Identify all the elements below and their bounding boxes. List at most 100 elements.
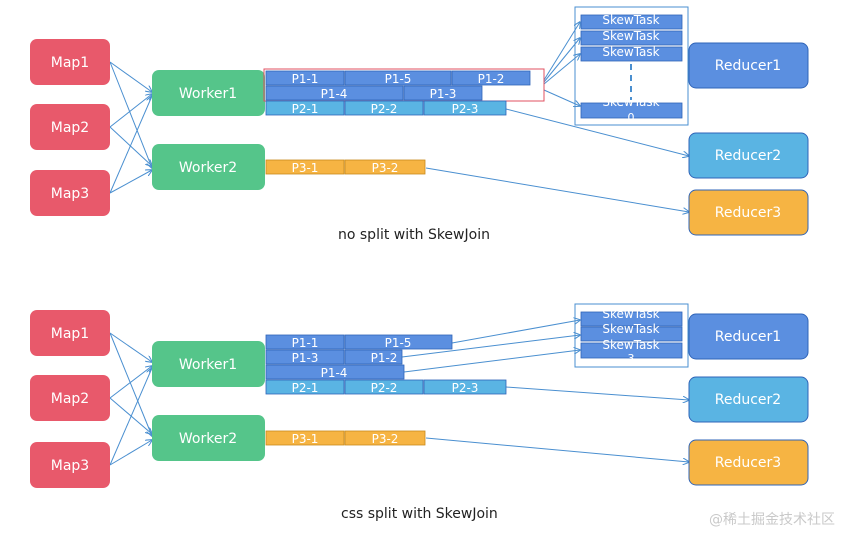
top-skew-task-1: SkewTask: [580, 13, 683, 30]
bottom-partition-p3-2: P3-2: [344, 430, 426, 446]
top-reducer-3: Reducer3: [688, 189, 809, 236]
svg-text:Map2: Map2: [51, 120, 89, 136]
svg-text:Reducer1: Reducer1: [715, 58, 781, 74]
svg-text:P1-4: P1-4: [321, 366, 348, 380]
top-skew-task-3: SkewTask: [580, 45, 683, 62]
top-skew-task-n: SkewTask 0: [580, 95, 683, 124]
svg-text:3: 3: [628, 352, 635, 365]
svg-text:Map3: Map3: [51, 186, 89, 202]
watermark: @稀土掘金技术社区: [709, 512, 835, 528]
top-partition-p1-4: P1-4: [265, 85, 404, 101]
top-worker-1: Worker1: [152, 70, 265, 116]
bottom-reducer-2: Reducer2: [688, 376, 809, 423]
top-map-2: Map2: [30, 104, 110, 150]
bottom-reducer-3: Reducer3: [688, 439, 809, 486]
svg-text:Reducer3: Reducer3: [715, 205, 781, 221]
svg-text:P1-3: P1-3: [292, 351, 319, 365]
top-caption: no split with SkewJoin: [338, 227, 490, 243]
svg-text:Reducer2: Reducer2: [715, 392, 781, 408]
top-reducer-1: Reducer1: [688, 42, 809, 89]
svg-text:Reducer1: Reducer1: [715, 329, 781, 345]
svg-text:Reducer2: Reducer2: [715, 148, 781, 164]
svg-text:P1-1: P1-1: [292, 72, 319, 86]
top-map-1: Map1: [30, 39, 110, 85]
bottom-partition-p2-2: P2-2: [344, 379, 424, 395]
svg-text:SkewTask: SkewTask: [602, 338, 659, 352]
svg-text:SkewTask: SkewTask: [602, 322, 659, 336]
svg-text:P2-1: P2-1: [292, 381, 319, 395]
top-skew-task-2: SkewTask: [580, 29, 683, 46]
top-map-3: Map3: [30, 170, 110, 216]
bottom-partition-p1-5: P1-5: [344, 334, 453, 350]
top-partition-p2-2: P2-2: [344, 100, 424, 116]
svg-text:Reducer3: Reducer3: [715, 455, 781, 471]
bottom-partition-p2-1: P2-1: [265, 379, 345, 395]
bottom-caption: css split with SkewJoin: [341, 506, 498, 522]
top-partition-p1-3: P1-3: [403, 85, 483, 101]
svg-text:Map3: Map3: [51, 458, 89, 474]
svg-text:P3-1: P3-1: [292, 432, 319, 446]
svg-text:Worker1: Worker1: [179, 357, 237, 373]
bottom-section: Map1 Map2 Map3 Worker1 Worker2 P1-1 P1-5: [30, 303, 809, 488]
bottom-partition-p1-1: P1-1: [265, 334, 345, 350]
svg-text:P2-3: P2-3: [452, 381, 479, 395]
svg-text:P1-4: P1-4: [321, 87, 348, 101]
bottom-partition-p3-1: P3-1: [265, 430, 345, 446]
top-partition-p1-2: P1-2: [451, 70, 531, 86]
svg-text:Worker2: Worker2: [179, 160, 237, 176]
top-skew-task-group: SkewTask SkewTask SkewTask SkewTask 0: [574, 6, 689, 126]
svg-text:Worker1: Worker1: [179, 86, 237, 102]
svg-text:P1-2: P1-2: [371, 351, 398, 365]
svg-text:P1-5: P1-5: [385, 336, 412, 350]
svg-text:P1-3: P1-3: [430, 87, 457, 101]
bottom-worker-1: Worker1: [152, 341, 265, 387]
svg-text:SkewTask: SkewTask: [602, 13, 659, 27]
top-partition-p2-1: P2-1: [265, 100, 345, 116]
bottom-partition-arrows: [401, 320, 689, 462]
bottom-skew-task-2: SkewTask: [580, 322, 683, 342]
top-partition-p3-1: P3-1: [265, 159, 345, 175]
top-map-worker-arrows: [109, 61, 152, 194]
top-worker-2: Worker2: [152, 144, 265, 190]
svg-text:Map1: Map1: [51, 326, 89, 342]
svg-text:SkewTask: SkewTask: [602, 45, 659, 59]
svg-text:0: 0: [628, 111, 635, 124]
top-partition-arrows: [425, 22, 689, 212]
bottom-map-worker-arrows: [109, 332, 152, 466]
svg-text:SkewTask: SkewTask: [602, 307, 659, 321]
top-partition-p1-1: P1-1: [265, 70, 345, 86]
svg-text:P2-3: P2-3: [452, 102, 479, 116]
svg-text:Map1: Map1: [51, 55, 89, 71]
bottom-map-1: Map1: [30, 310, 110, 356]
svg-text:P2-2: P2-2: [371, 381, 398, 395]
svg-text:Worker2: Worker2: [179, 431, 237, 447]
svg-text:P1-2: P1-2: [478, 72, 505, 86]
top-section: Map1 Map2 Map3 Worker1 Worker2 P1-1 P1-: [30, 6, 809, 236]
bottom-reducer-1: Reducer1: [688, 313, 809, 360]
top-partition-p3-2: P3-2: [344, 159, 426, 175]
top-partition-p2-3: P2-3: [423, 100, 507, 116]
bottom-map-2: Map2: [30, 375, 110, 421]
svg-text:SkewTask: SkewTask: [602, 95, 659, 109]
bottom-skew-task-1: SkewTask: [580, 307, 683, 327]
svg-text:P1-5: P1-5: [385, 72, 412, 86]
bottom-partition-p1-4: P1-4: [265, 364, 405, 380]
svg-text:SkewTask: SkewTask: [602, 29, 659, 43]
svg-text:P3-1: P3-1: [292, 161, 319, 175]
bottom-worker-2: Worker2: [152, 415, 265, 461]
bottom-map-3: Map3: [30, 442, 110, 488]
bottom-skew-task-3: SkewTask 3: [580, 338, 683, 365]
top-partition-p1-5: P1-5: [344, 70, 452, 86]
bottom-skew-task-group: SkewTask SkewTask SkewTask 3: [574, 303, 689, 368]
bottom-partition-p1-3: P1-3: [265, 349, 345, 365]
svg-text:P3-2: P3-2: [372, 161, 399, 175]
bottom-partition-p1-2: P1-2: [344, 349, 403, 365]
svg-text:P2-2: P2-2: [371, 102, 398, 116]
top-reducer-2: Reducer2: [688, 132, 809, 179]
svg-text:Map2: Map2: [51, 391, 89, 407]
bottom-partition-p2-3: P2-3: [423, 379, 507, 395]
svg-text:P3-2: P3-2: [372, 432, 399, 446]
svg-text:P2-1: P2-1: [292, 102, 319, 116]
svg-text:P1-1: P1-1: [292, 336, 319, 350]
